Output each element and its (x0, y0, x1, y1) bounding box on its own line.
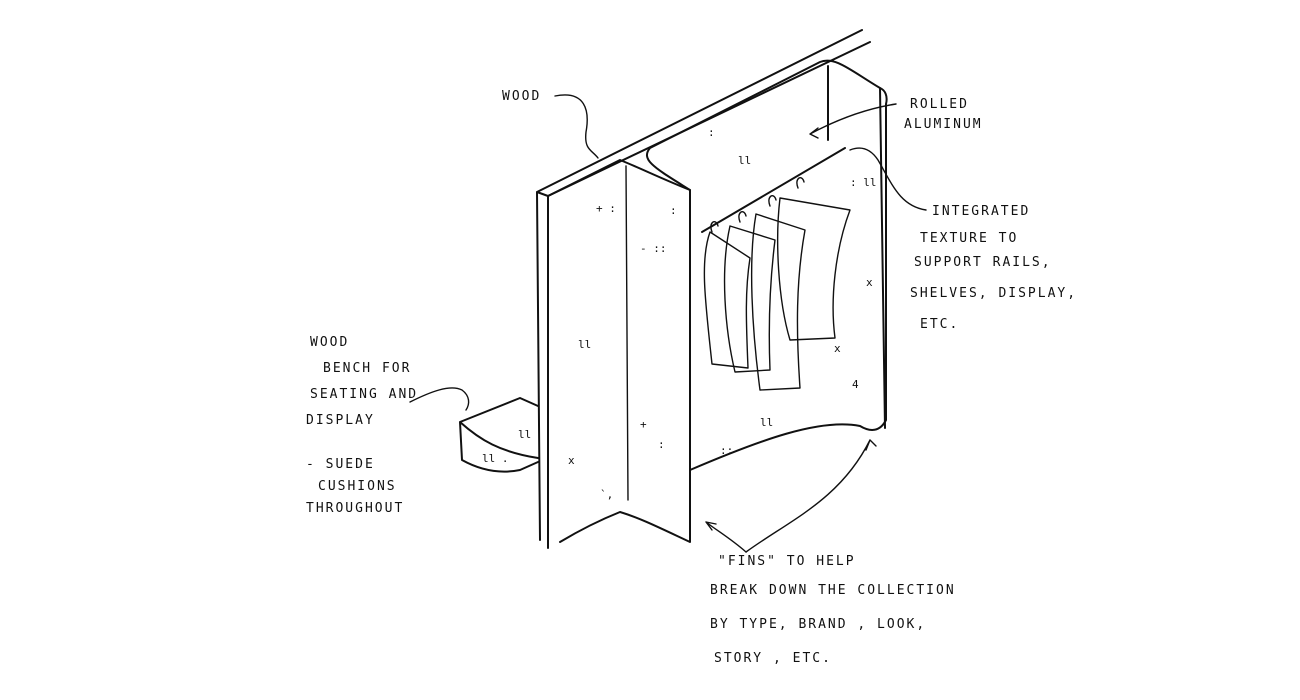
annotation-texture-line1: INTEGRATED (932, 204, 1031, 219)
annotation-wood-top: WOOD (502, 89, 542, 104)
annotation-suede-line1: - SUEDE (306, 457, 375, 472)
annotation-rolled-aluminum-line2: ALUMINUM (904, 117, 983, 132)
annotation-fins-line4: STORY , ETC. (714, 651, 832, 666)
garment-3 (750, 213, 806, 391)
arrow-integrated-texture (849, 147, 927, 211)
texture-mark: ll (578, 338, 591, 351)
texture-mark: - :: (640, 242, 667, 255)
annotation-bench-line2: BENCH FOR (323, 361, 412, 376)
arrow-wood-top (554, 94, 599, 159)
annotation-texture-line2: TEXTURE TO (920, 231, 1019, 246)
garment-2 (723, 225, 776, 373)
arrow-fins-left (705, 521, 747, 553)
annotation-bench-line1: WOOD (310, 335, 350, 350)
texture-mark: + : (596, 202, 616, 215)
garment-4 (776, 197, 851, 341)
annotation-fins-line1: "FINS" TO HELP (718, 554, 856, 569)
annotation-rolled-aluminum-line1: ROLLED (910, 97, 969, 112)
texture-mark: :: (720, 444, 733, 457)
wood-top-slab (536, 29, 871, 549)
arrow-bench (409, 387, 470, 411)
garment-hooks (710, 177, 805, 233)
hanging-rail (701, 147, 846, 233)
annotation-texture-line5: ETC. (920, 317, 960, 332)
texture-mark: ll . (482, 452, 509, 465)
texture-mark: x (834, 342, 841, 355)
left-fin-seam (625, 165, 629, 501)
texture-mark: `, (600, 488, 613, 501)
texture-mark: x (866, 276, 873, 289)
rolled-aluminum-top (645, 59, 886, 429)
right-fin (689, 65, 888, 471)
texture-mark: + (640, 418, 647, 431)
garment-1 (703, 231, 751, 369)
annotation-suede-line2: CUSHIONS (318, 479, 397, 494)
texture-mark: : (670, 204, 677, 217)
bench (459, 397, 539, 473)
texture-mark: x (568, 454, 575, 467)
texture-mark: 4 (852, 378, 859, 391)
arrow-fins-right (745, 439, 877, 553)
arrow-rolled-aluminum (809, 103, 897, 139)
texture-mark: : (658, 438, 665, 451)
annotation-texture-line4: SHELVES, DISPLAY, (910, 286, 1078, 301)
annotation-fins-line2: BREAK DOWN THE COLLECTION (710, 583, 956, 598)
texture-mark: ll (760, 416, 773, 429)
annotation-fins-line3: BY TYPE, BRAND , LOOK, (710, 617, 927, 632)
annotation-bench-line4: DISPLAY (306, 413, 375, 428)
annotation-texture-line3: SUPPORT RAILS, (914, 255, 1052, 270)
texture-mark: : (708, 126, 715, 139)
annotation-bench-line3: SEATING AND (310, 387, 419, 402)
texture-mark: : ll (850, 176, 877, 189)
texture-mark: ll (518, 428, 531, 441)
left-fin (547, 159, 691, 543)
texture-mark: ll (738, 154, 751, 167)
annotation-suede-line3: THROUGHOUT (306, 501, 405, 516)
